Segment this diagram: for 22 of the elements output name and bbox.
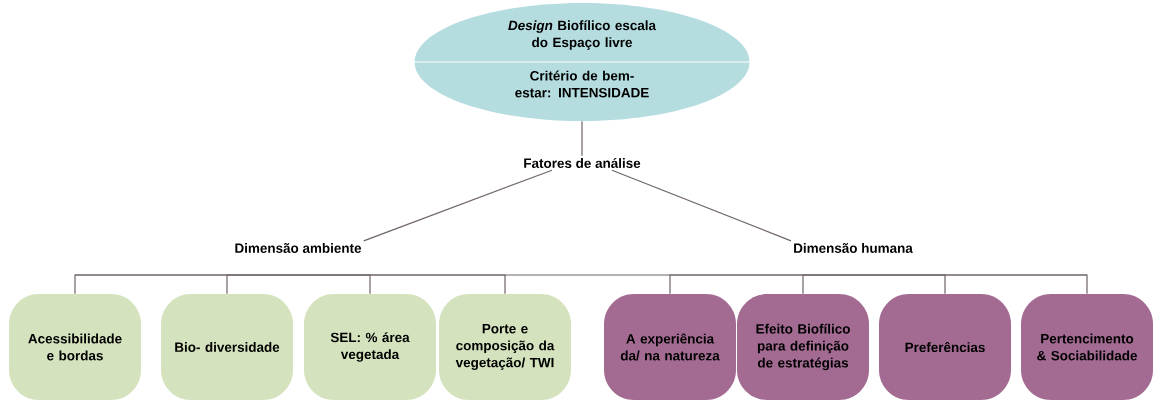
rounded-box: Preferências [879, 294, 1011, 400]
node-label: A experiência da/ na natureza [620, 333, 720, 361]
connector-line [852, 274, 1088, 295]
rounded-box: Porte e composição da vegetação/ TWI [439, 294, 571, 400]
rounded-box: Bio- diversidade [161, 294, 293, 400]
connector-line [802, 274, 854, 295]
connector-line [363, 169, 553, 242]
node-label: Efeito Biofílico para definição de estratégias [756, 323, 850, 371]
node-text: Critério de bem-estar: INTENSIDADE [515, 70, 649, 98]
node-text: Design Biofílico escala do Espaço livre [508, 20, 657, 50]
connector-line [581, 120, 583, 157]
connector-line [297, 274, 506, 295]
rounded-box: Pertencimento & Sociabilidade [1021, 294, 1153, 400]
connector-line [611, 169, 792, 242]
heading-text: Dimensão ambiente [235, 243, 362, 253]
rounded-box: SEL: % área vegetada [304, 294, 436, 400]
rounded-box: Efeito Biofílico para definição de estratégias [737, 294, 869, 400]
rounded-box: Acessibilidade e bordas [9, 294, 141, 400]
heading-text: Fatores de análise [524, 158, 641, 168]
connector-line [226, 274, 299, 295]
rounded-box: A experiência da/ na natureza [604, 294, 736, 400]
heading-text: Dimensão humana [794, 243, 913, 253]
